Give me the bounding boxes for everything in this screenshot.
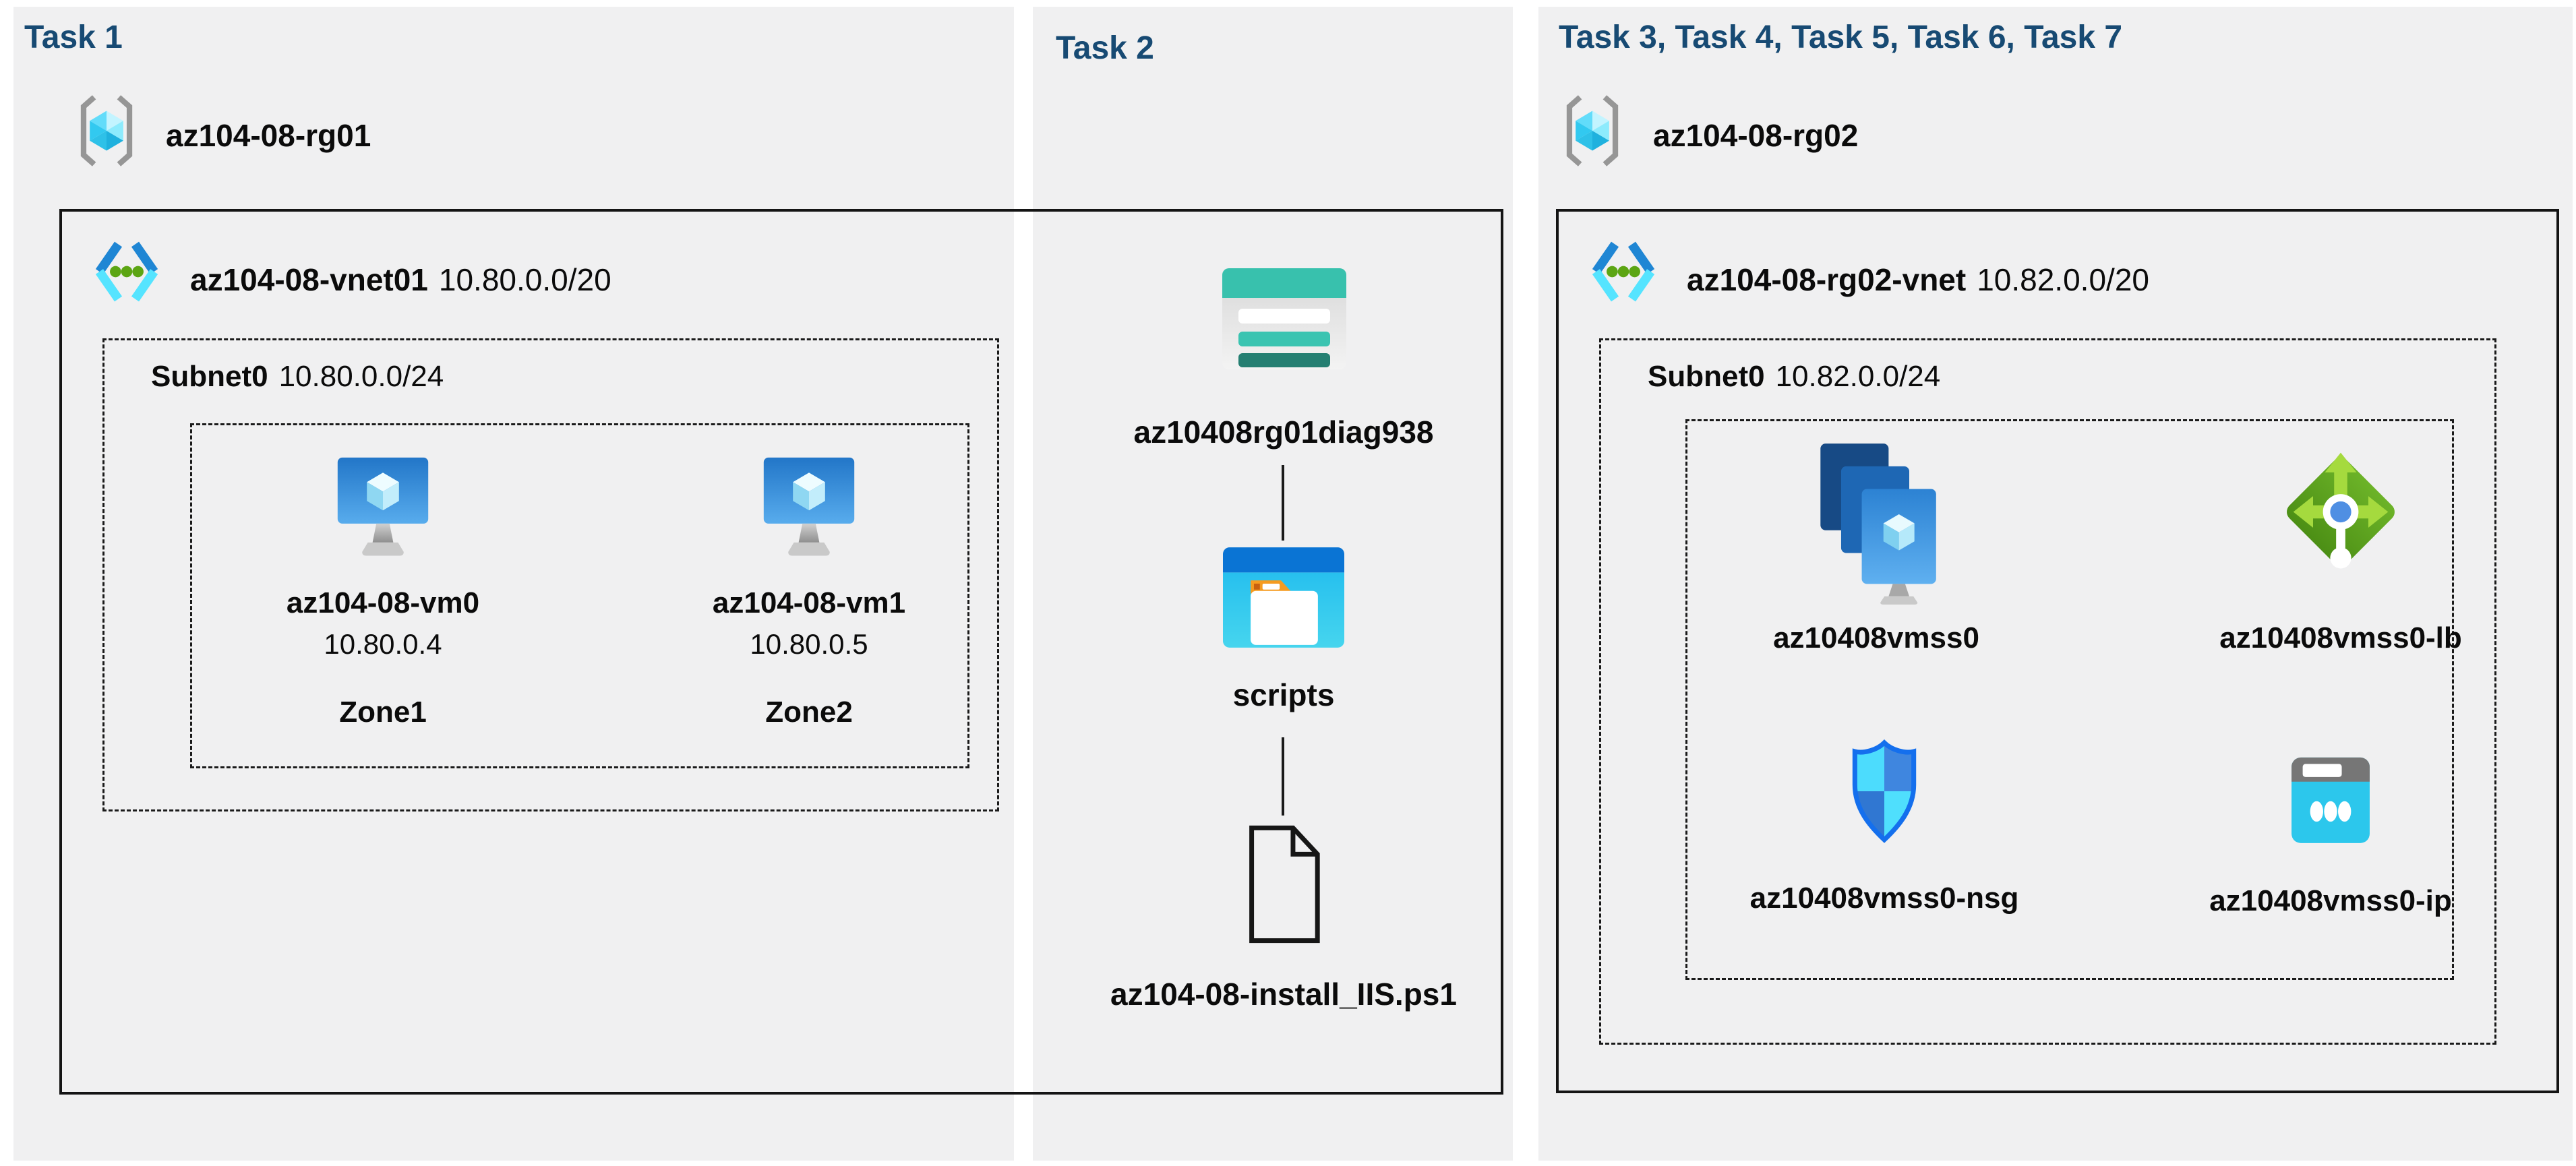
panel-task3-7 xyxy=(1538,7,2573,1161)
file-icon xyxy=(1236,822,1331,946)
vnet-label: az104-08-vnet01 10.80.0.0/20 xyxy=(190,262,611,298)
load-balancer-icon xyxy=(2283,442,2399,582)
vm-name: az104-08-vm1 xyxy=(712,586,906,619)
vm-zone: Zone1 xyxy=(339,696,427,729)
subnet-box xyxy=(102,338,999,811)
public-ip-label: az10408vmss0-ip xyxy=(2209,884,2452,917)
file-label: az104-08-install_IIS.ps1 xyxy=(1110,977,1457,1012)
subnet-label: Subnet0 10.80.0.0/24 xyxy=(151,360,444,394)
subnet-name: Subnet0 xyxy=(1648,360,1765,393)
vmss-label: az10408vmss0 xyxy=(1773,621,1979,654)
vnet-boundary-box xyxy=(59,209,1503,1095)
virtual-network-icon xyxy=(92,236,162,307)
vm-ip: 10.80.0.5 xyxy=(750,628,868,660)
resource-group-icon xyxy=(76,92,138,170)
subnet-cidr: 10.80.0.0/24 xyxy=(278,360,444,393)
load-balancer-label: az10408vmss0-lb xyxy=(2219,621,2462,654)
storage-account-label: az10408rg01diag938 xyxy=(1133,415,1434,450)
task3-7-title: Task 3, Task 4, Task 5, Task 6, Task 7 xyxy=(1559,20,2123,55)
vnet-name: az104-08-vnet01 xyxy=(190,262,428,297)
subnet-name: Subnet0 xyxy=(151,360,268,393)
vmss-icon xyxy=(1812,439,1940,605)
storage-account-icon xyxy=(1222,268,1346,369)
virtual-machine-icon xyxy=(762,456,856,561)
resource-group-label: az104-08-rg02 xyxy=(1653,118,1859,153)
task1-title: Task 1 xyxy=(24,20,123,55)
resource-group-icon xyxy=(1561,92,1623,170)
connector-line xyxy=(1282,465,1284,541)
nsg-label: az10408vmss0-nsg xyxy=(1749,882,2019,915)
virtual-machine-icon xyxy=(336,456,430,561)
task2-title: Task 2 xyxy=(1056,30,1154,66)
vnet-cidr: 10.80.0.0/20 xyxy=(438,262,611,297)
vnet-boundary-box xyxy=(1556,209,2559,1093)
vm-zone: Zone2 xyxy=(765,696,853,729)
vm-ip: 10.80.0.4 xyxy=(324,628,442,660)
subnet-box xyxy=(1599,338,2496,1045)
public-ip-icon xyxy=(2284,748,2377,851)
vnet-name: az104-08-rg02-vnet xyxy=(1687,262,1967,297)
vnet-label: az104-08-rg02-vnet 10.82.0.0/20 xyxy=(1687,262,2149,298)
nsg-shield-icon xyxy=(1845,739,1924,844)
folder-label: scripts xyxy=(1232,677,1335,712)
subnet-label: Subnet0 10.82.0.0/24 xyxy=(1648,360,1940,394)
folder-icon xyxy=(1223,547,1344,648)
vmss-zone-box xyxy=(1685,419,2454,980)
vnet-cidr: 10.82.0.0/20 xyxy=(1977,262,2149,297)
vm-name: az104-08-vm0 xyxy=(286,586,480,619)
panel-task1 xyxy=(13,7,1014,1161)
connector-line xyxy=(1282,737,1284,816)
vm-zone-box xyxy=(190,423,969,768)
resource-group-label: az104-08-rg01 xyxy=(166,118,371,153)
virtual-network-icon xyxy=(1588,236,1658,307)
subnet-cidr: 10.82.0.0/24 xyxy=(1775,360,1941,393)
